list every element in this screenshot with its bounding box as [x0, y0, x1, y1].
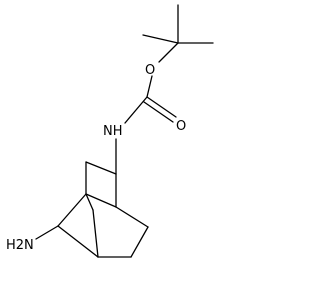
ring-bond-7 [57, 193, 87, 227]
ring-bond-6 [92, 209, 99, 258]
bicyclic-ring-system [35, 161, 149, 258]
ring-bond-1 [85, 161, 117, 175]
ring-bond-8 [57, 225, 99, 258]
ring-bond-9 [115, 206, 149, 228]
bond-tbu-methyl-left [142, 34, 179, 44]
ring-bond-5 [85, 193, 94, 211]
bond-ring-to-amine [35, 225, 59, 240]
nitrogen-carbamate-label: NH [103, 124, 123, 139]
bond-tbu-to-oxygen [158, 42, 179, 63]
ring-bond-4 [85, 193, 117, 208]
nitrogen-amine-label: H2N [6, 238, 34, 253]
oxygen-carbonyl-label: O [176, 119, 186, 134]
tert-butyl-group [142, 4, 214, 63]
carbamate-group [115, 75, 177, 175]
bond-carbonyl-to-nitrogen [124, 96, 148, 124]
bond-carbonyl-double-b [143, 101, 174, 123]
ring-bond-10 [130, 226, 149, 258]
molecule-structure: O O NH H2N [6, 4, 214, 258]
bond-carbonyl-double-a [146, 96, 177, 118]
oxygen-ester-label: O [145, 63, 155, 78]
bond-oxygen-to-carbonyl [146, 75, 153, 98]
